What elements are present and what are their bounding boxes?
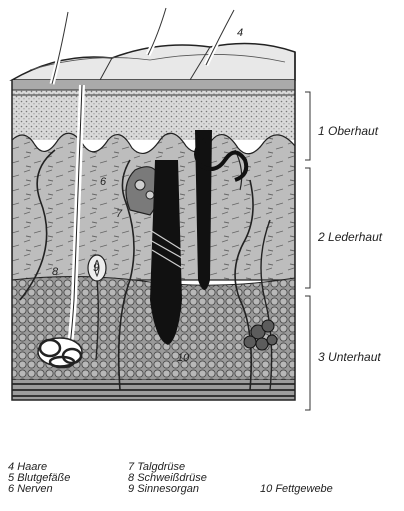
bracket-lederhaut bbox=[305, 168, 310, 288]
layer-label-lederhaut: 2 Lederhaut bbox=[318, 230, 382, 244]
hair-follicle bbox=[150, 160, 182, 345]
layer-label-oberhaut: 1 Oberhaut bbox=[318, 124, 378, 138]
legend-column-2: 7 Talgdrüse 8 Schweißdrüse 9 Sinnesorgan bbox=[128, 462, 207, 495]
label-fat: 10 bbox=[177, 352, 189, 364]
label-nerves: 6 bbox=[100, 176, 106, 188]
label-sweat-gland: 8 bbox=[52, 266, 58, 278]
bracket-unterhaut bbox=[305, 296, 310, 410]
bracket-oberhaut bbox=[305, 92, 310, 160]
label-hair: 4 bbox=[237, 27, 243, 39]
legend-item: 6 Nerven bbox=[8, 484, 70, 495]
legend-column-1: 4 Haare 5 Blutgefäße 6 Nerven bbox=[8, 462, 70, 495]
label-sensory: 9 bbox=[93, 262, 99, 274]
legend-column-3: 10 Fettgewebe bbox=[260, 484, 333, 495]
label-sebaceous: 7 bbox=[116, 208, 122, 220]
legend-item: 9 Sinnesorgan bbox=[128, 484, 207, 495]
layer-label-unterhaut: 3 Unterhaut bbox=[318, 350, 381, 364]
sweat-gland-coil bbox=[38, 338, 82, 367]
legend-item: 10 Fettgewebe bbox=[260, 484, 333, 495]
